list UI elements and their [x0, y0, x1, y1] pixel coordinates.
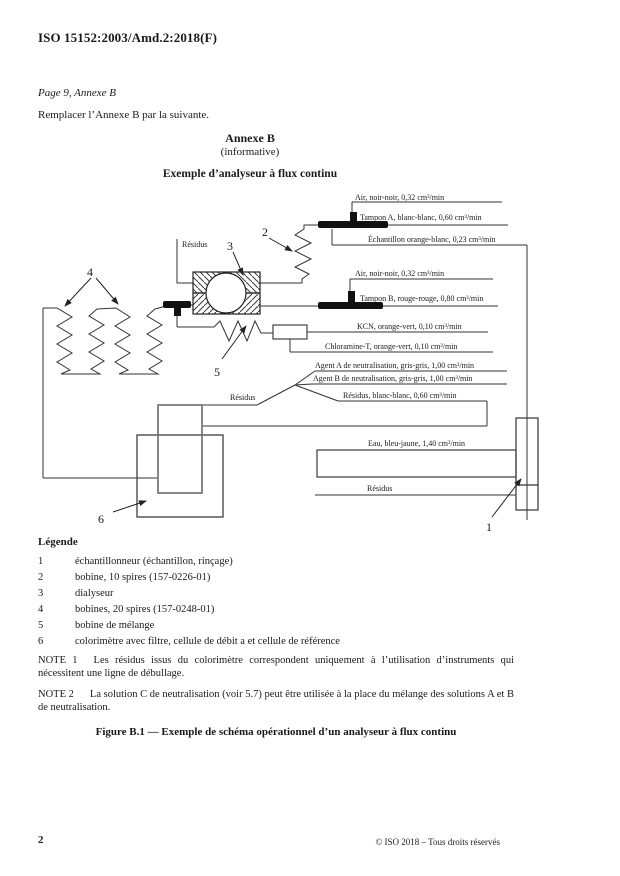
legend-item-text: bobine de mélange: [75, 620, 155, 631]
flow-label-agent-b: Agent B de neutralisation, gris-gris, 1,…: [313, 374, 472, 383]
page-annex-reference: Page 9, Annexe B: [38, 87, 116, 99]
annex-subtitle: (informative): [220, 146, 280, 158]
legend-item-3: 3 dialyseur: [38, 586, 518, 602]
legend-item-text: dialyseur: [75, 588, 114, 599]
legend-item-5: 5 bobine de mélange: [38, 618, 518, 634]
legend-item-text: bobines, 20 spires (157-0248-01): [75, 604, 215, 615]
legend-item-number: 2: [38, 572, 44, 583]
legend-title: Légende: [38, 536, 78, 548]
legend-item-4: 4 bobines, 20 spires (157-0248-01): [38, 602, 518, 618]
callout-2: 2: [262, 225, 268, 239]
callout-4: 4: [87, 265, 93, 279]
callout-6: 6: [98, 512, 104, 526]
amendment-instruction: Remplacer l’Annexe B par la suivante.: [38, 109, 210, 121]
legend-item-text: bobine, 10 spires (157-0226-01): [75, 572, 211, 583]
legend-item-number: 3: [38, 588, 44, 599]
legend-item-text: échantillonneur (échantillon, rinçage): [75, 556, 233, 567]
flow-label-air-2: Air, noir-noir, 0,32 cm³/min: [355, 269, 444, 278]
water-duct: [316, 449, 517, 478]
note-text: Les résidus issus du colorimètre corresp…: [38, 655, 514, 679]
legend-item-text: colorimètre avec filtre, cellule de débi…: [75, 636, 340, 647]
pump-fitting-tampon-a: [318, 212, 388, 228]
kcn-mixer-box: [272, 324, 308, 340]
colorimeter: [136, 404, 224, 518]
flow-label-residus-colorimetre: Résidus: [230, 393, 255, 402]
legend-item-number: 5: [38, 620, 44, 631]
dialyser: [192, 271, 261, 315]
legend-item-number: 6: [38, 636, 44, 647]
flow-lines: [42, 201, 528, 520]
flow-label-kcn: KCN, orange-vert, 0,10 cm³/min: [357, 322, 462, 331]
figure-caption: Figure B.1 — Exemple de schéma opération…: [95, 726, 457, 738]
flow-label-residus-dialyseur: Résidus: [182, 240, 207, 249]
pump-fitting-dialyser: [163, 301, 191, 316]
flow-label-residus-blanc: Résidus, blanc-blanc, 0,60 cm³/min: [343, 391, 457, 400]
colorimeter-flowcell: [157, 404, 203, 494]
note-label: NOTE 2: [38, 689, 74, 700]
flow-label-chloramine: Chloramine-T, orange-vert, 0,10 cm³/min: [325, 342, 457, 351]
flow-label-residus-echantillonneur: Résidus: [367, 484, 392, 493]
flow-label-air-1: Air, noir-noir, 0,32 cm³/min: [355, 193, 444, 202]
pump-fitting-tampon-b: [318, 291, 383, 309]
legend-item-number: 4: [38, 604, 44, 615]
footer-copyright: © ISO 2018 – Tous droits réservés: [375, 837, 500, 847]
legend-item-1: 1 échantillonneur (échantillon, rinçage): [38, 554, 518, 570]
legend-item-6: 6 colorimètre avec filtre, cellule de dé…: [38, 634, 518, 650]
legend-item-2: 2 bobine, 10 spires (157-0226-01): [38, 570, 518, 586]
note-label: NOTE 1: [38, 655, 78, 666]
flow-label-tampon-b: Tampon B, rouge-rouge, 0,80 cm³/min: [360, 294, 483, 303]
flow-label-tampon-a: Tampon A, blanc-blanc, 0,60 cm³/min: [360, 213, 482, 222]
annex-title: Annexe B: [225, 131, 275, 145]
colorimeter-body: [136, 434, 224, 518]
legend-list: 1 échantillonneur (échantillon, rinçage)…: [38, 554, 518, 650]
note-text: La solution C de neutralisation (voir 5.…: [38, 689, 514, 713]
callout-3: 3: [227, 239, 233, 253]
figure-heading: Exemple d’analyseur à flux continu: [162, 168, 338, 180]
callout-5: 5: [214, 365, 220, 379]
flow-label-eau: Eau, bleu-jaune, 1,40 cm³/min: [368, 439, 465, 448]
flow-label-agent-a: Agent A de neutralisation, gris-gris, 1,…: [315, 361, 474, 370]
callout-1: 1: [486, 520, 492, 534]
footer-page-number: 2: [38, 834, 44, 846]
callout-arrows: [64, 237, 522, 518]
flow-label-echantillon: Échantillon orange-blanc, 0,23 cm³/min: [368, 234, 495, 244]
document-reference: ISO 15152:2003/Amd.2:2018(F): [38, 30, 218, 45]
legend-item-number: 1: [38, 556, 44, 567]
